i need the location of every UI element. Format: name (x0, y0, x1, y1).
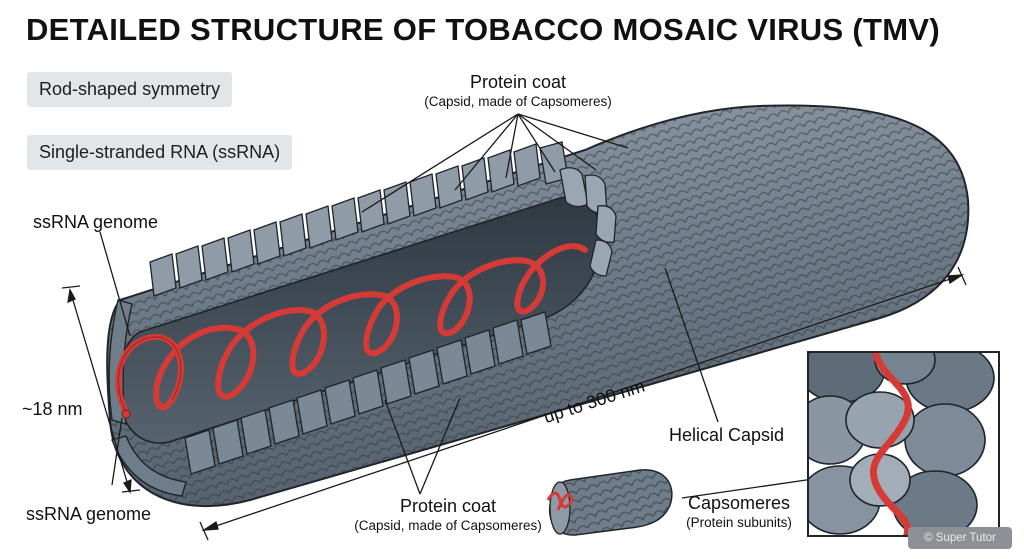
capsomeres-inset (807, 351, 1000, 537)
leader-lines (99, 113, 821, 499)
capsomere-top-rim (149, 141, 569, 297)
protein-coat-top-label: Protein coat (469, 72, 567, 92)
symmetry-badge: Rod-shaped symmetry (27, 72, 233, 107)
protein-coat-bottom-label: Protein coat (399, 496, 497, 516)
ssrna-genome-bottom-label: ssRNA genome (26, 504, 152, 524)
mini-tmv-icon (546, 469, 673, 536)
capsomeres-sublabel: (Protein subunits) (686, 515, 792, 530)
ssrna-genome-top-label: ssRNA genome (33, 212, 159, 232)
diameter-dimension (61, 285, 141, 494)
length-dimension (199, 266, 967, 541)
capsomere-cut-end (559, 167, 617, 277)
helical-capsid-label: Helical Capsid (669, 425, 785, 445)
page-title: DETAILED STRUCTURE OF TOBACCO MOSAIC VIR… (26, 12, 940, 47)
inset-rna-strand (869, 352, 912, 536)
capsomere-bottom-rim (184, 311, 552, 475)
ssrna-helix (115, 243, 588, 415)
protein-coat-bottom-sublabel: (Capsid, made of Capsomeres) (354, 518, 542, 533)
protein-coat-top-sublabel: (Capsid, made of Capsomeres) (424, 94, 612, 109)
rna-type-badge: Single-stranded RNA (ssRNA) (27, 135, 293, 170)
tmv-rod (106, 104, 970, 508)
diameter-label: ~18 nm (22, 399, 83, 419)
ssrna-end (121, 409, 131, 419)
capsomeres-label: Capsomeres (687, 493, 791, 513)
credit-watermark: © Super Tutor (908, 527, 1012, 549)
